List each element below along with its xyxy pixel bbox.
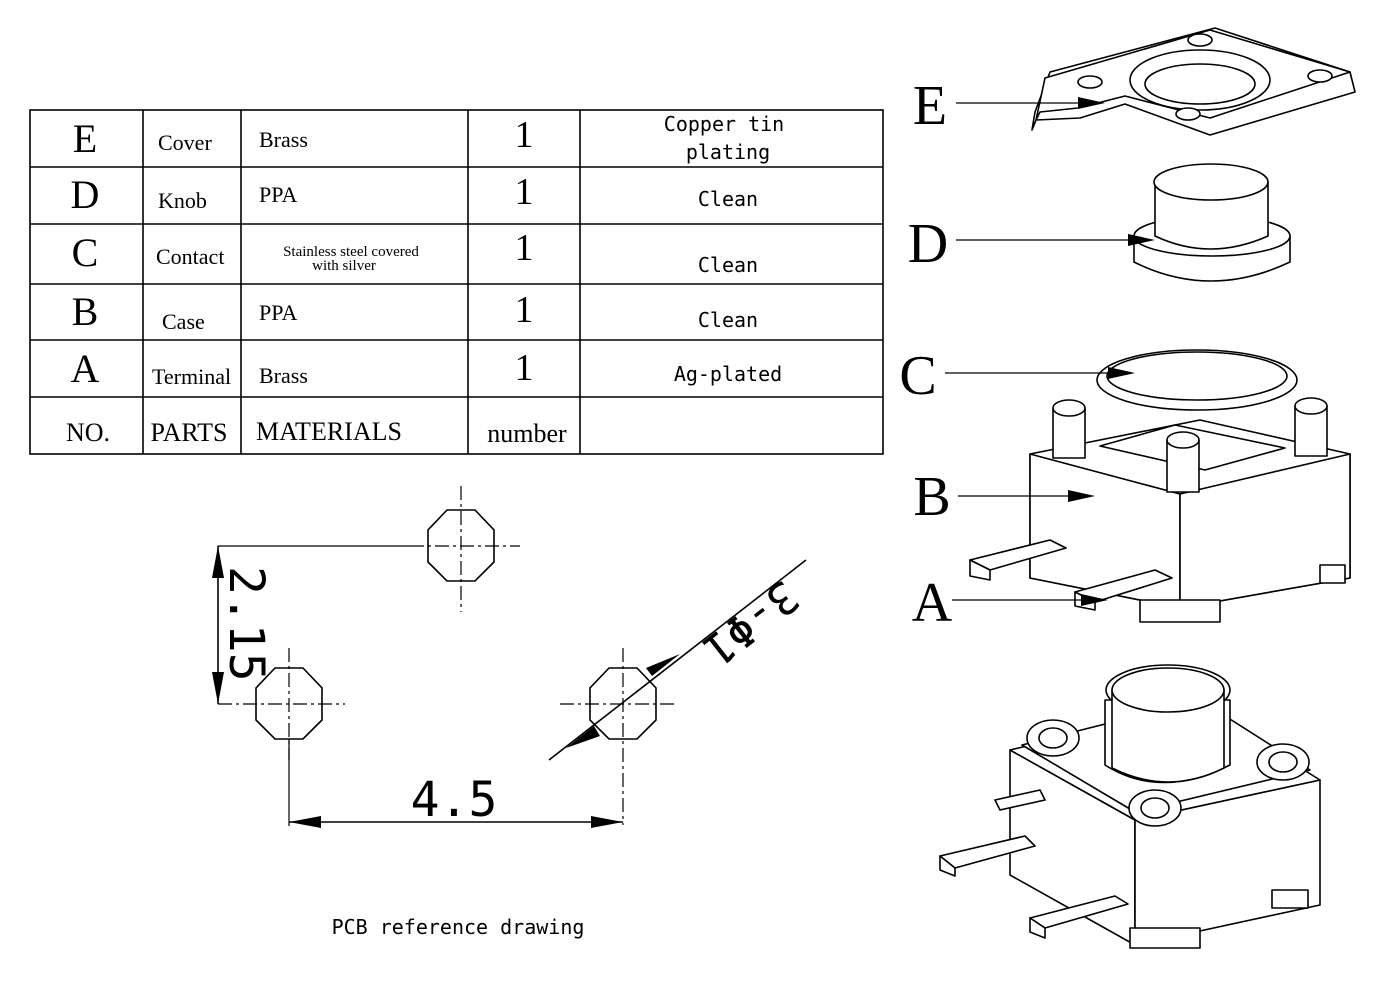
label-c: C [899, 345, 936, 407]
dimension-hole-label: 3-Φ1 [693, 570, 808, 675]
label-b: B [913, 466, 950, 528]
dimension-hole-diameter: 3-Φ1 [548, 559, 808, 761]
row-material-line2: with silver [312, 258, 376, 274]
row-count: 1 [515, 347, 534, 389]
header-no: NO. [66, 418, 110, 447]
row-material: Brass [259, 127, 308, 152]
row-material: PPA [259, 182, 297, 207]
header-number: number [487, 419, 567, 448]
dimension-horizontal: 4.5 [288, 739, 623, 828]
dimension-vertical: 2.15 [212, 545, 410, 704]
row-finish-line1: Copper tin [664, 112, 784, 136]
row-material-line1: Stainless steel covered [283, 244, 419, 260]
dimension-vertical-label: 2.15 [218, 566, 274, 682]
exploded-label: B [913, 466, 1095, 528]
table-row: A Terminal Brass 1 Ag-plated [71, 346, 783, 391]
row-count: 1 [515, 171, 534, 213]
row-count: 1 [515, 289, 534, 331]
row-part: Contact [156, 244, 224, 269]
header-parts: PARTS [151, 418, 228, 447]
part-b-case [1029, 397, 1351, 623]
parts-table: E Cover Brass 1 Copper tin plating D Kno… [29, 109, 884, 455]
assembled-switch [939, 664, 1321, 949]
row-count: 1 [515, 114, 534, 156]
dimension-horizontal-label: 4.5 [411, 772, 498, 828]
table-row: B Case PPA 1 Clean [72, 289, 758, 334]
row-no: D [71, 172, 100, 217]
row-material: Brass [259, 363, 308, 388]
exploded-label: C [899, 345, 1135, 407]
table-header: NO. PARTS MATERIALS number [66, 417, 567, 448]
pcb-hole [410, 486, 520, 612]
part-c-contact [1096, 349, 1298, 411]
row-no: A [71, 346, 100, 391]
exploded-label: E [913, 75, 1105, 137]
row-material: PPA [259, 300, 297, 325]
part-d-knob [1133, 163, 1291, 282]
row-no: B [72, 289, 99, 334]
row-count: 1 [515, 227, 534, 269]
row-part: Knob [158, 188, 207, 213]
exploded-view: E D C B A [899, 27, 1356, 634]
pcb-reference-drawing: 2.15 4.5 3-Φ1 PCB reference drawing [212, 486, 808, 939]
label-d: D [908, 213, 948, 275]
table-row: D Knob PPA 1 Clean [71, 171, 759, 217]
part-e-cover [1031, 27, 1356, 136]
row-part: Terminal [152, 364, 231, 389]
row-no: C [72, 230, 99, 275]
header-materials: MATERIALS [256, 417, 402, 446]
row-part: Cover [158, 130, 212, 155]
label-e: E [913, 75, 947, 137]
row-part: Case [162, 309, 205, 334]
exploded-label: D [908, 213, 1155, 275]
row-finish: Ag-plated [674, 362, 782, 386]
label-a: A [912, 572, 953, 634]
table-row: E Cover Brass 1 Copper tin plating [73, 112, 784, 164]
row-finish: Clean [698, 253, 758, 277]
exploded-label: A [912, 572, 1108, 634]
part-a-terminal [969, 539, 1173, 611]
row-finish: Clean [698, 187, 758, 211]
pcb-hole [560, 648, 678, 825]
row-no: E [73, 116, 97, 161]
pcb-caption: PCB reference drawing [332, 915, 585, 939]
row-finish-line2: plating [686, 140, 770, 164]
table-row: C Contact Stainless steel covered with s… [72, 227, 758, 277]
row-finish: Clean [698, 308, 758, 332]
